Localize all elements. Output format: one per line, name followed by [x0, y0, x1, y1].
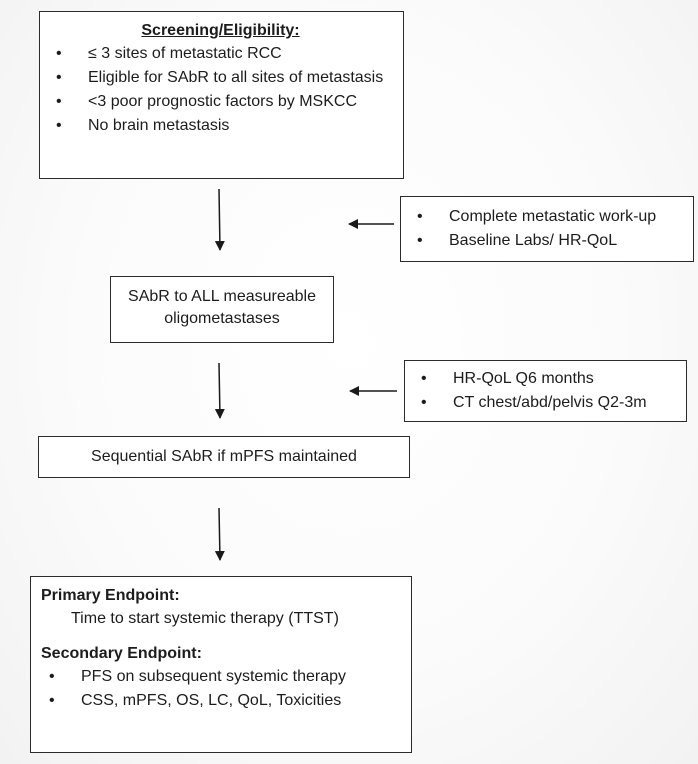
secondary-endpoint-item: CSS, mPFS, OS, LC, QoL, Toxicities [41, 689, 401, 713]
secondary-endpoint-title: Secondary Endpoint: [41, 645, 202, 662]
primary-endpoint-title: Primary Endpoint: [41, 587, 180, 604]
arrow-down-1 [214, 188, 225, 251]
followup-list: HR-QoL Q6 months CT chest/abd/pelvis Q2-… [413, 367, 678, 415]
screening-title: Screening/Eligibility: [141, 22, 300, 39]
screening-item: <3 poor prognostic factors by MSKCC [48, 90, 393, 114]
endpoints-box: Primary Endpoint: Time to start systemic… [30, 576, 412, 753]
secondary-endpoint-item: PFS on subsequent systemic therapy [41, 665, 401, 689]
sequential-text: Sequential SAbR if mPFS maintained [91, 448, 357, 465]
arrow-down-2 [214, 362, 225, 419]
screening-item: Eligible for SAbR to all sites of metast… [48, 66, 393, 90]
secondary-endpoint-list: PFS on subsequent systemic therapy CSS, … [41, 665, 401, 713]
workup-list: Complete metastatic work-up Baseline Lab… [409, 205, 685, 253]
sabr-text: SAbR to ALL measureable oligometastases [128, 288, 316, 327]
screening-list: ≤ 3 sites of metastatic RCC Eligible for… [48, 42, 393, 138]
workup-item: Complete metastatic work-up [409, 205, 685, 229]
workup-item: Baseline Labs/ HR-QoL [409, 229, 685, 253]
followup-item: HR-QoL Q6 months [413, 367, 678, 391]
arrow-down-3 [214, 507, 225, 561]
followup-item: CT chest/abd/pelvis Q2-3m [413, 391, 678, 415]
primary-endpoint-text: Time to start systemic therapy (TTST) [71, 610, 339, 627]
screening-item: ≤ 3 sites of metastatic RCC [48, 42, 393, 66]
followup-box: HR-QoL Q6 months CT chest/abd/pelvis Q2-… [404, 360, 687, 422]
screening-box: Screening/Eligibility: ≤ 3 sites of meta… [39, 11, 404, 179]
sequential-box: Sequential SAbR if mPFS maintained [38, 436, 410, 478]
workup-box: Complete metastatic work-up Baseline Lab… [400, 196, 694, 262]
sabr-box: SAbR to ALL measureable oligometastases [110, 276, 334, 343]
screening-item: No brain metastasis [48, 114, 393, 138]
